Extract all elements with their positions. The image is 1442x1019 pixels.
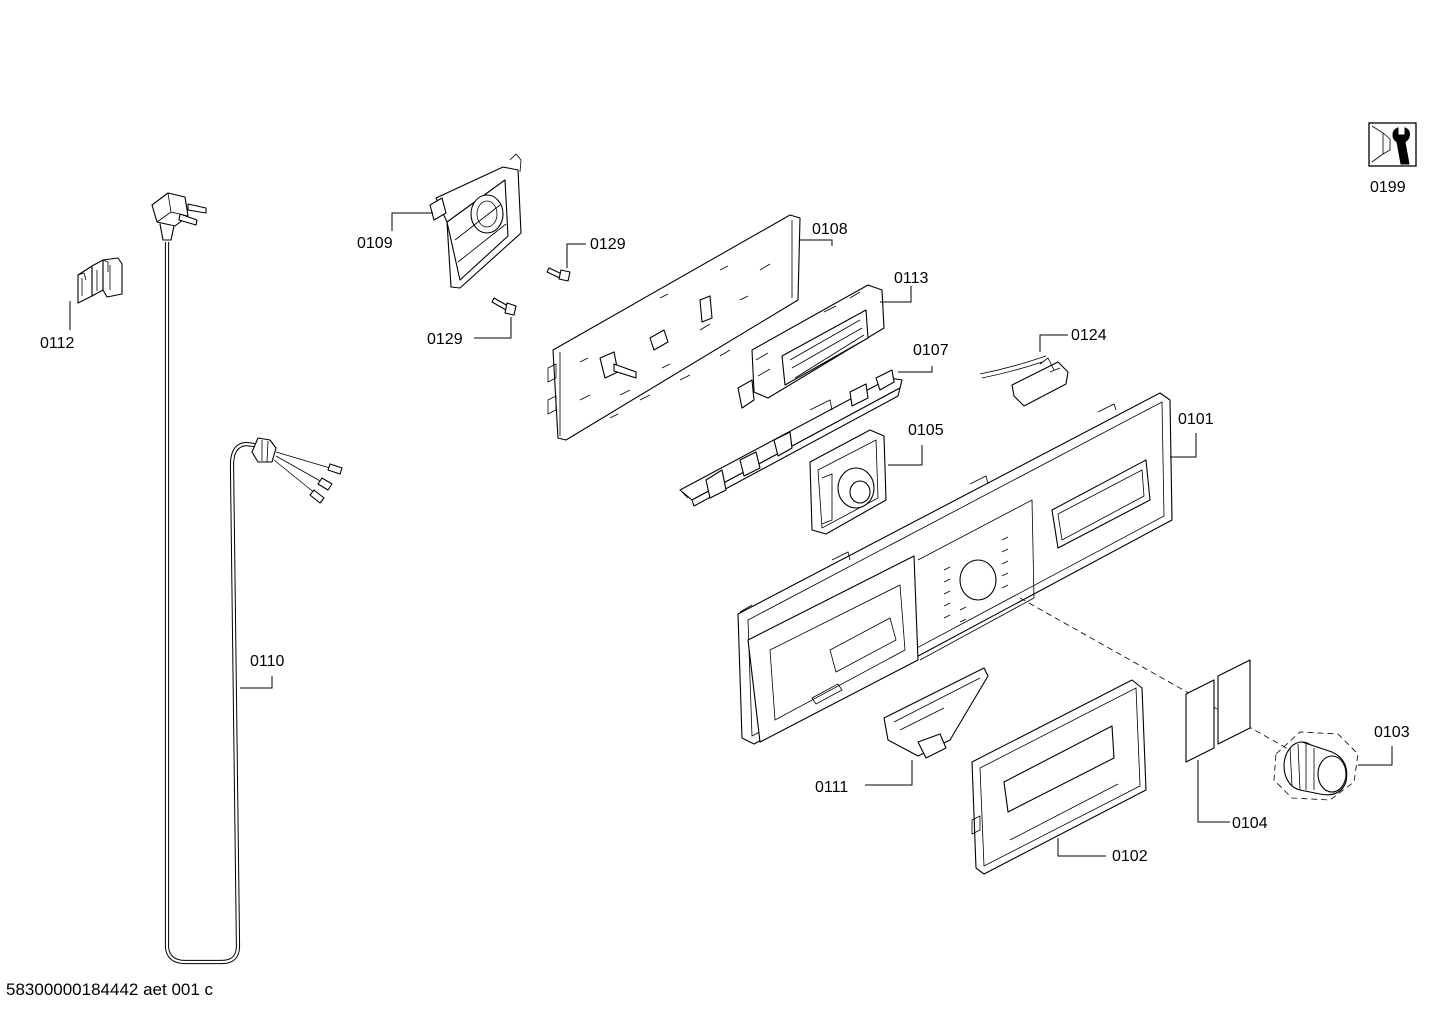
cable-clip-part: [77, 257, 123, 304]
light-guide-part: [679, 369, 903, 507]
part-label-0124: 0124: [1071, 327, 1107, 344]
display-module-part: [737, 284, 885, 409]
wrench-icon: [1368, 122, 1417, 167]
part-label-0199: 0199: [1370, 179, 1406, 196]
part-label-0108: 0108: [812, 221, 848, 238]
part-label-0104: 0104: [1232, 815, 1268, 832]
control-panel-part: [737, 392, 1173, 745]
part-label-0105: 0105: [908, 422, 944, 439]
screw-part: [491, 297, 517, 316]
control-board-part: [547, 214, 801, 441]
drawer-insert-part: [883, 667, 989, 759]
document-id: 58300000184442 aet 001 c: [6, 980, 214, 999]
part-label-0110: 0110: [250, 653, 285, 670]
assembly-line: [1019, 597, 1291, 751]
drawer-handle-part: [971, 679, 1147, 875]
part-label-0129-upper: 0129: [590, 236, 626, 253]
part-label-0107: 0107: [913, 342, 949, 359]
part-label-0103: 0103: [1374, 724, 1410, 741]
part-label-0111: 0111: [815, 779, 848, 796]
wire-harness-part: [979, 355, 1069, 407]
part-label-0109: 0109: [357, 235, 393, 252]
part-label-0102: 0102: [1112, 848, 1148, 865]
film-label-part: [1185, 659, 1251, 763]
screw-part: [546, 267, 571, 282]
part-label-0113: 0113: [894, 270, 929, 287]
bracket-part: [429, 153, 522, 289]
part-label-0112: 0112: [40, 335, 75, 352]
program-selector-part: [809, 429, 887, 535]
part-label-0129-lower: 0129: [427, 331, 463, 348]
knob-part: [1273, 731, 1359, 801]
power-cable-part: [151, 192, 343, 965]
part-label-0101: 0101: [1178, 411, 1214, 428]
